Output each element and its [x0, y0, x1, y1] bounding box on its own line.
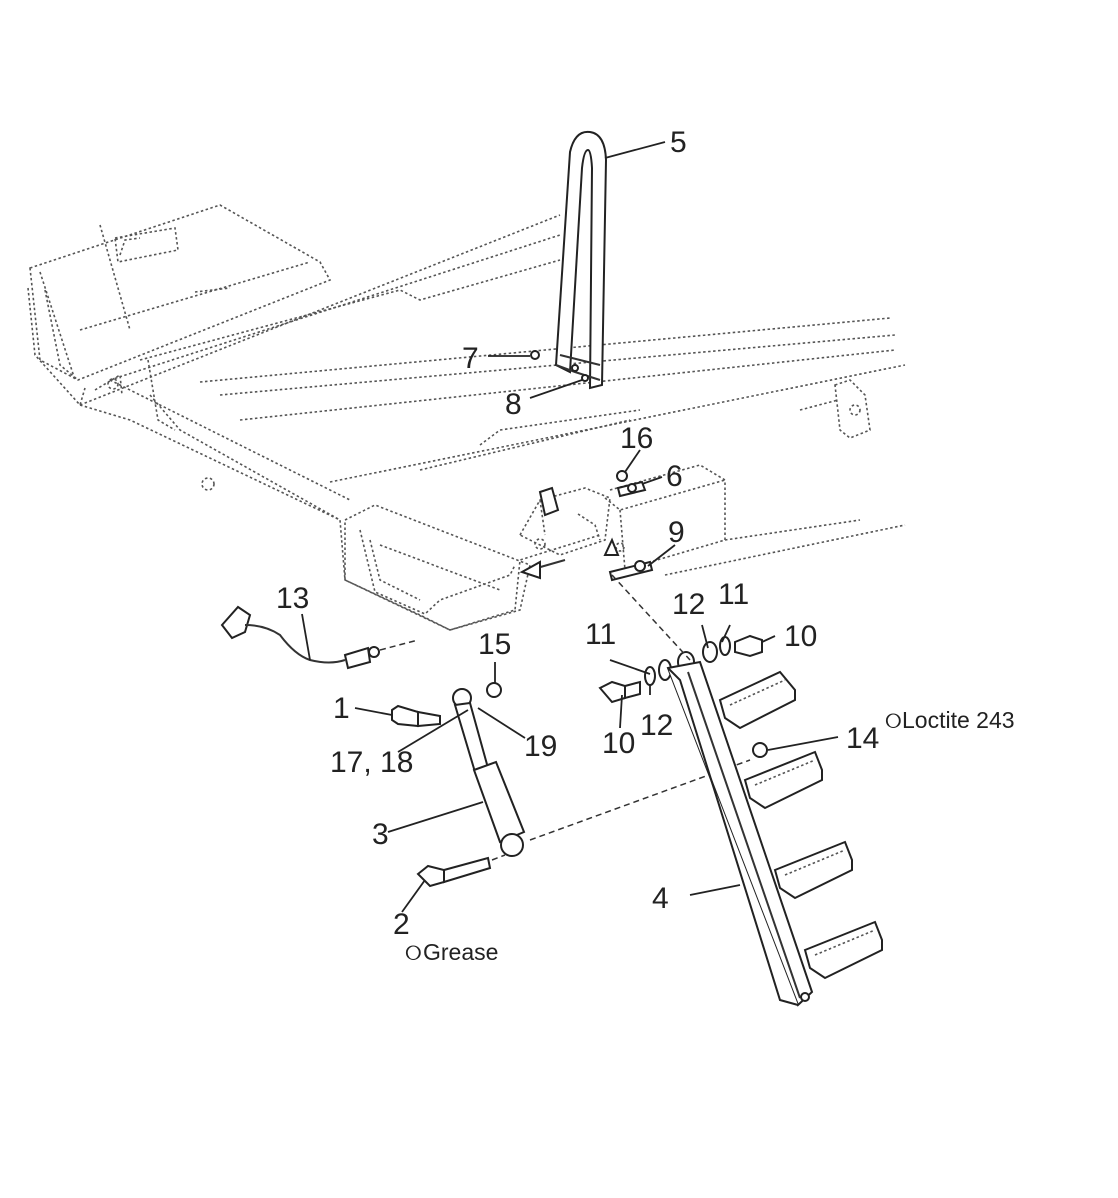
grease-drop-icon: ୦: [405, 939, 422, 965]
callout-19: 19: [524, 730, 557, 763]
callout-9: 9: [668, 516, 685, 549]
nut-7: [530, 350, 540, 360]
bolt-10-left: [598, 659, 672, 704]
callout-12-right: 12: [672, 588, 705, 621]
callout-15: 15: [478, 628, 511, 661]
bolt-9: [608, 560, 654, 582]
nut-15: [486, 682, 502, 698]
pivot-bolt-1: [391, 704, 441, 728]
grab-handle-5: [554, 130, 608, 390]
callout-2: 2: [393, 908, 410, 941]
callout-17-18: 17, 18: [330, 746, 413, 779]
bolt-6: [616, 470, 647, 498]
phantom-frame: [27, 204, 906, 631]
callout-16: 16: [620, 422, 653, 455]
leader-lines: [301, 141, 839, 913]
callout-14: 14: [846, 722, 879, 755]
callout-1: 1: [333, 692, 350, 725]
note-grease: Grease: [423, 939, 498, 965]
callout-7: 7: [462, 342, 479, 375]
bolt-10-right: [677, 634, 763, 673]
callout-5: 5: [670, 126, 687, 159]
callout-8: 8: [505, 388, 522, 421]
callout-13: 13: [276, 582, 309, 615]
callout-4: 4: [652, 882, 669, 915]
mount-stud: [519, 486, 620, 580]
callout-11-left: 11: [585, 618, 616, 651]
callout-6: 6: [666, 460, 683, 493]
callout-10-right: 10: [784, 620, 817, 653]
callout-3: 3: [372, 818, 389, 851]
callout-10-left: 10: [602, 727, 635, 760]
sensor-13: [220, 605, 419, 670]
step-ladder-4: [666, 660, 883, 1007]
washer-8: [581, 374, 589, 382]
notes: ୦ Loctite 243 ୦ Grease: [405, 707, 1015, 965]
callout-11-right: 11: [718, 578, 749, 611]
callout-12-left: 12: [640, 709, 673, 742]
callout-labels: 5 7 8 16 6 9 13 15 1 17, 18 19 3 2 4 11 …: [276, 126, 879, 941]
lower-pin-2: [416, 854, 506, 888]
note-loctite: Loctite 243: [902, 707, 1015, 733]
loctite-drop-icon: ୦: [885, 707, 902, 733]
